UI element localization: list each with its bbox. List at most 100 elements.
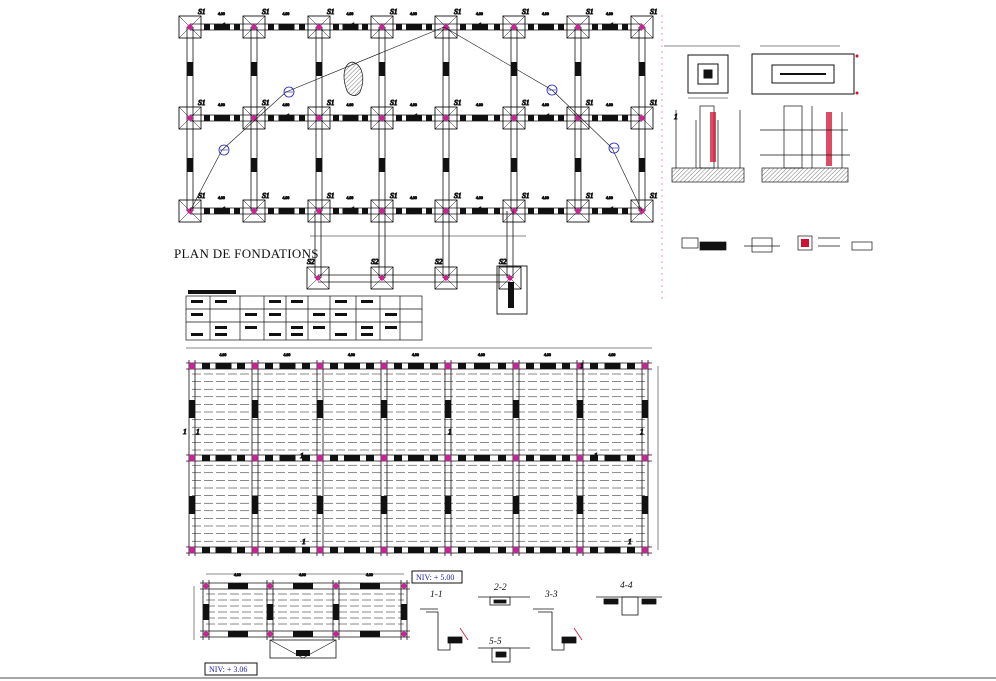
footing-label: S1 xyxy=(454,7,462,16)
footing-label: S1 xyxy=(522,191,530,200)
footing-label: S1 xyxy=(262,98,270,107)
footing-s1 xyxy=(307,199,331,223)
column-marker xyxy=(575,115,581,121)
axis-mark: 1 xyxy=(610,21,614,30)
column-marker xyxy=(333,631,339,637)
footing-label: S1 xyxy=(390,7,398,16)
footing-label: S1 xyxy=(586,191,594,200)
footing-label: S1 xyxy=(586,98,594,107)
footing-details xyxy=(664,45,873,253)
level-box-lower xyxy=(204,662,258,676)
column-marker xyxy=(251,24,257,30)
footing-s1 xyxy=(242,199,266,223)
axis-mark: 1 xyxy=(478,205,482,214)
footing-label: S1 xyxy=(650,191,658,200)
dimension-text: 4.00 xyxy=(283,103,290,107)
footing-s1 xyxy=(630,106,654,130)
dimension-text: 4.00 xyxy=(299,573,306,577)
column-marker xyxy=(333,583,339,589)
footing-label: S1 xyxy=(522,7,530,16)
section-mark: 1 xyxy=(594,451,598,460)
dimension-text: 4.00 xyxy=(609,353,616,357)
footing-label: S1 xyxy=(522,98,530,107)
dimension-text: 4.00 xyxy=(410,196,417,200)
column-marker xyxy=(575,208,581,214)
footing-label: S1 xyxy=(198,98,206,107)
footing-label: S1 xyxy=(262,7,270,16)
axis-mark: 1 xyxy=(351,21,355,30)
beam-sections xyxy=(420,596,662,663)
grid-bubble xyxy=(608,142,620,154)
footing-label: S2 xyxy=(307,257,315,266)
dimension-text: 4.00 xyxy=(347,103,354,107)
footing-s1 xyxy=(502,199,526,223)
axis-mark: 1 xyxy=(286,112,290,121)
dimension-text: 4.00 xyxy=(542,103,549,107)
footing-label: S1 xyxy=(390,191,398,200)
level-label-top: NIV: + 5.00 xyxy=(416,573,454,582)
section-mark: 1 xyxy=(300,451,304,460)
dimension-text: 4.00 xyxy=(283,196,290,200)
footing-label: S1 xyxy=(390,98,398,107)
dimension-text: 4.00 xyxy=(544,353,551,357)
footing-s1 xyxy=(307,106,331,130)
footing-s1 xyxy=(566,106,590,130)
footing-s1 xyxy=(370,199,394,223)
column-marker xyxy=(639,24,645,30)
column-marker xyxy=(379,275,385,281)
section-mark: 1 xyxy=(196,427,200,436)
axis-mark: 1 xyxy=(610,205,614,214)
dimension-text: 4.00 xyxy=(606,196,613,200)
column-marker xyxy=(379,24,385,30)
column-marker xyxy=(315,275,321,281)
section-mark: 1 xyxy=(580,361,584,370)
section-mark: 1 xyxy=(628,537,632,546)
dimension-text: 4.00 xyxy=(347,12,354,16)
footing-label: S1 xyxy=(327,191,335,200)
footing-s1 xyxy=(434,199,458,223)
footing-s1 xyxy=(242,106,266,130)
section-mark: 1 xyxy=(302,537,306,546)
column-marker xyxy=(443,115,449,121)
dimension-text: 4.00 xyxy=(218,196,225,200)
footing-s1 xyxy=(434,106,458,130)
dimension-text: 4.00 xyxy=(348,353,355,357)
footing-s1 xyxy=(370,106,394,130)
footing-s2 xyxy=(370,266,394,290)
column-marker xyxy=(203,583,209,589)
dimension-text: 4.00 xyxy=(542,196,549,200)
section-label-3-3: 3-3 xyxy=(544,590,558,600)
axis-mark: 1 xyxy=(414,112,418,121)
dimension-text: 4.00 xyxy=(234,573,241,577)
section-mark: 1 xyxy=(183,427,187,436)
column-marker xyxy=(316,115,322,121)
axis-mark: 1 xyxy=(546,112,550,121)
lower-slab-plan: 4.00 4.00 4.00 xyxy=(193,573,410,659)
section-label-4-4: 4-4 xyxy=(620,581,633,591)
column-marker xyxy=(401,631,407,637)
column-marker xyxy=(401,583,407,589)
dimension-text: 4.00 xyxy=(476,196,483,200)
footing-s1 xyxy=(502,15,526,39)
column-marker xyxy=(507,275,513,281)
footing-label: S1 xyxy=(198,7,206,16)
column-marker xyxy=(187,24,193,30)
footing-s1 xyxy=(178,15,202,39)
column-marker xyxy=(511,24,517,30)
footing-s1 xyxy=(502,106,526,130)
dimension-text: 4.00 xyxy=(410,12,417,16)
column-marker xyxy=(511,115,517,121)
footing-label: S1 xyxy=(650,98,658,107)
section-label-5-5: 5-5 xyxy=(489,637,502,647)
dimension-text: 4.00 xyxy=(542,12,549,16)
column-marker xyxy=(316,208,322,214)
section-mark: 1 xyxy=(448,427,452,436)
footing-label: S1 xyxy=(586,7,594,16)
footing-label: S2 xyxy=(371,257,379,266)
column-marker xyxy=(267,583,273,589)
footing-label: S2 xyxy=(499,257,507,266)
dimension-text: 4.00 xyxy=(366,573,373,577)
footing-label: S1 xyxy=(327,7,335,16)
column-marker xyxy=(443,275,449,281)
